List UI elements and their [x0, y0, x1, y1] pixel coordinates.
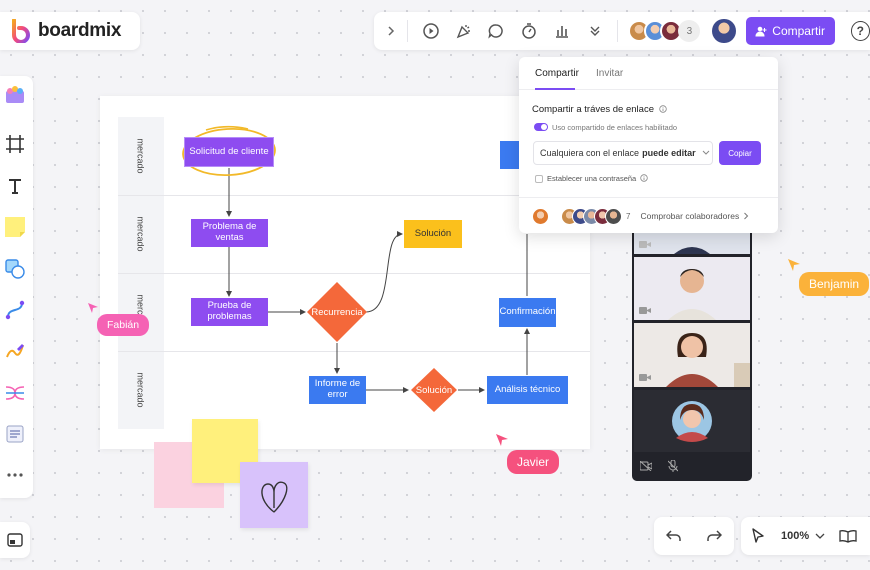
heart-doodle-icon [261, 481, 288, 513]
current-user-avatar[interactable] [712, 19, 736, 43]
node-customer-request[interactable]: Solicitud de cliente [184, 137, 274, 167]
video-tile-camera-off[interactable] [634, 390, 750, 452]
chevron-right-icon [744, 212, 749, 220]
camera-icon [639, 241, 651, 248]
swimlane-divider [118, 351, 590, 352]
cursor-javier-icon [496, 434, 508, 446]
popup-divider [519, 197, 778, 198]
toolbar-divider [617, 20, 619, 42]
book-icon[interactable] [839, 529, 857, 543]
link-sharing-toggle[interactable] [534, 123, 548, 131]
logo-text: boardmix [38, 20, 122, 41]
connector-icon[interactable] [2, 297, 28, 323]
decision-solution-shape[interactable] [410, 367, 458, 413]
cursor-label-javier: Javier [507, 450, 560, 474]
mic-off-icon[interactable] [668, 460, 678, 472]
help-icon[interactable]: ? [850, 21, 870, 41]
password-label: Establecer una contraseña [547, 174, 649, 183]
more-icon[interactable] [2, 462, 28, 488]
video-tile[interactable] [634, 257, 750, 320]
cursor-label-benjamin: Benjamin [799, 272, 870, 296]
decision-recurrence-label: Recurrencia [311, 306, 363, 318]
cursor-fabian-icon [88, 303, 98, 313]
left-toolbar [0, 76, 33, 498]
celebrate-icon[interactable] [447, 16, 480, 46]
frame-icon[interactable] [2, 131, 28, 157]
avatar [605, 207, 622, 225]
camera-icon [639, 307, 651, 314]
boardmix-logo-icon [12, 19, 30, 43]
check-collaborators-link[interactable]: Comprobar colaboradores [640, 211, 740, 221]
collaborator-total: 7 [626, 211, 631, 221]
camera-off-icon[interactable] [640, 461, 652, 471]
user-add-icon [755, 26, 767, 37]
active-tab-indicator [535, 88, 575, 90]
node-problem-test[interactable]: Prueba de problemas [191, 298, 268, 326]
text-icon[interactable] [2, 173, 28, 199]
view-controls: 100% [741, 517, 870, 555]
decision-recurrence-shape[interactable] [306, 281, 368, 343]
node-technical-analysis[interactable]: Análisis técnico [487, 376, 568, 404]
timer-icon[interactable] [513, 16, 546, 46]
collaborators-row[interactable]: 7 Comprobar colaboradores [532, 206, 750, 226]
top-toolbar: 3 Compartir ? [374, 12, 870, 50]
tab-invite[interactable]: Invitar [596, 68, 624, 79]
pen-icon[interactable] [2, 338, 28, 364]
select-cursor-icon[interactable] [751, 528, 765, 544]
decision-solution-label: Solución [415, 384, 453, 396]
play-icon[interactable] [414, 16, 447, 46]
info-icon[interactable] [640, 174, 649, 182]
redo-icon[interactable] [706, 529, 722, 543]
history-controls [654, 517, 734, 555]
table-icon[interactable] [2, 421, 28, 447]
cursor-benjamin-icon [788, 259, 800, 271]
cursor-label-fabian: Fabián [97, 314, 150, 336]
more-chevron-icon[interactable] [579, 16, 612, 46]
template-icon[interactable] [2, 82, 28, 108]
swimlane-divider [118, 273, 590, 274]
node-solution-top[interactable]: Solución [404, 220, 462, 248]
share-popup-tabs: Compartir Invitar [519, 57, 778, 90]
minimap-button[interactable] [0, 522, 30, 558]
share-button-label: Compartir [772, 24, 825, 38]
collaborator-count: 3 [678, 20, 701, 42]
undo-icon[interactable] [666, 529, 682, 543]
node-sales-problem[interactable]: Problema de ventas [191, 219, 268, 247]
shape-icon[interactable] [2, 256, 28, 282]
highlight-ink [182, 128, 276, 176]
avatar [532, 207, 549, 225]
mindmap-icon[interactable] [2, 380, 28, 406]
share-link-title: Compartir a tráves de enlace [532, 104, 667, 115]
permission-select[interactable]: Cualquiera con el enlace puede editar [533, 141, 713, 165]
toolbar-divider [407, 20, 409, 42]
zoom-level[interactable]: 100% [781, 530, 810, 542]
video-call-panel [632, 226, 752, 481]
share-button[interactable]: Compartir [745, 17, 835, 45]
node-error-report[interactable]: Informe de error [309, 376, 366, 404]
tab-share[interactable]: Compartir [535, 68, 579, 79]
comment-icon[interactable] [480, 16, 513, 46]
app-logo[interactable]: boardmix [0, 12, 140, 50]
node-partial[interactable] [500, 141, 520, 169]
vote-icon[interactable] [546, 16, 579, 46]
info-icon[interactable] [658, 105, 667, 113]
share-popup: Compartir Invitar Compartir a tráves de … [519, 57, 778, 233]
permission-value: puede editar [642, 148, 696, 158]
collaborator-avatars[interactable]: 3 [628, 20, 701, 42]
swimlane-divider [118, 195, 590, 196]
node-confirmation[interactable]: Confirmación [499, 298, 556, 327]
video-tile[interactable] [634, 323, 750, 387]
link-sharing-label: Uso compartido de enlaces habilitado [552, 123, 678, 132]
permission-prefix: Cualquiera con el enlace [540, 148, 640, 158]
camera-icon [639, 374, 651, 381]
chevron-right-icon[interactable] [380, 16, 401, 46]
chevron-down-icon [702, 150, 709, 155]
minimap-icon [7, 533, 23, 547]
sticky-note-icon[interactable] [2, 214, 28, 240]
password-checkbox[interactable] [535, 175, 543, 183]
copy-link-button[interactable]: Copiar [719, 141, 761, 165]
sticky-note-violet[interactable] [240, 462, 308, 528]
chevron-down-icon[interactable] [815, 532, 825, 540]
